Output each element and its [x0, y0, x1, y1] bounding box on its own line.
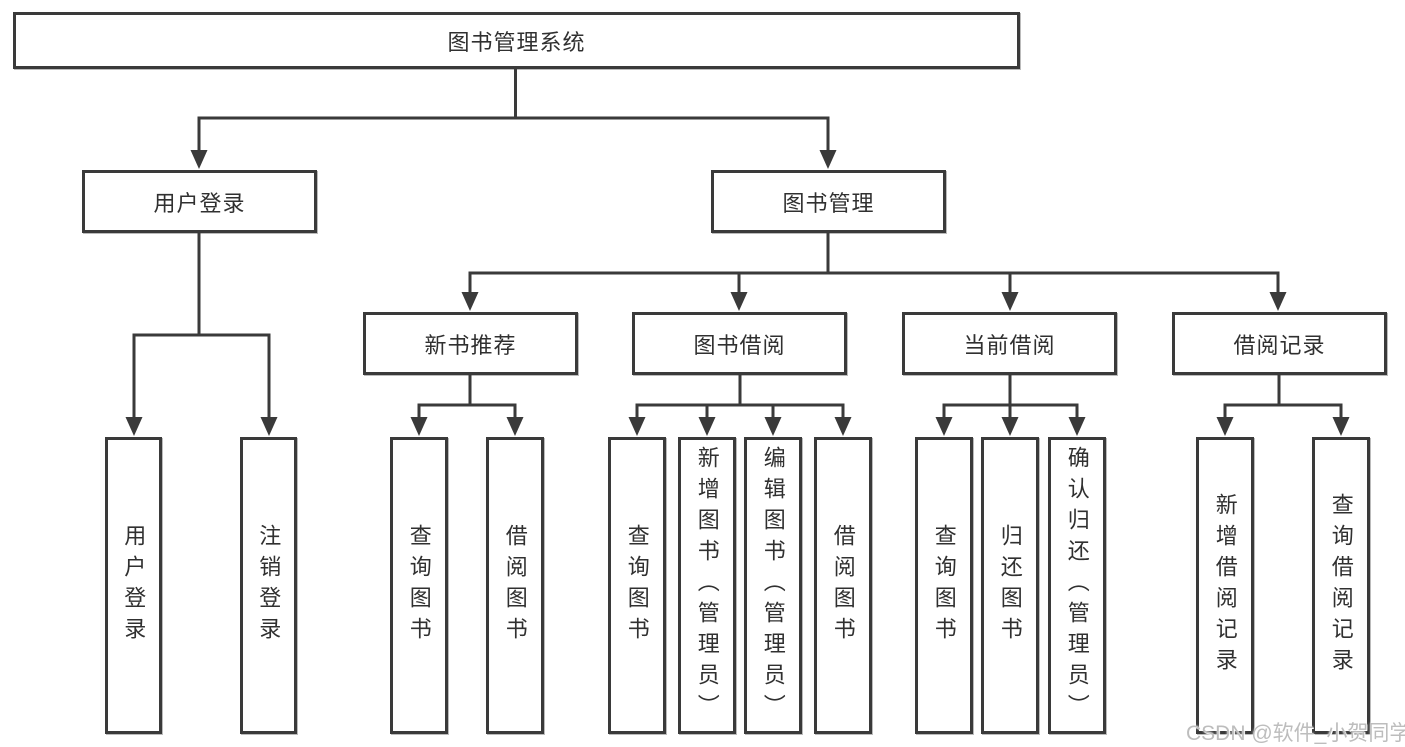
node-label: 借阅记录 — [1233, 332, 1326, 358]
node-label: 图书管理 — [782, 190, 875, 216]
leaf-logout: 注销登录 — [240, 437, 297, 734]
leaf-label: 查询图书 — [406, 523, 432, 648]
node-book-management: 图书管理 — [711, 170, 946, 233]
leaf-label: 查询图书 — [624, 523, 650, 648]
leaf-label: 借阅图书 — [502, 523, 528, 648]
node-current-borrowing: 当前借阅 — [902, 312, 1117, 375]
node-book-borrowing: 图书借阅 — [632, 312, 847, 375]
node-user-login: 用户登录 — [82, 170, 317, 233]
leaf-current-query-books: 查询图书 — [915, 437, 973, 734]
leaf-current-confirm-return-admin: 确认归还（管理员） — [1048, 437, 1106, 734]
leaf-label: 查询借阅记录 — [1328, 492, 1354, 679]
leaf-label: 用户登录 — [121, 523, 147, 648]
node-label: 用户登录 — [153, 190, 246, 216]
leaf-label: 注销登录 — [256, 523, 282, 648]
leaf-recommend-query-books: 查询图书 — [390, 437, 448, 734]
leaf-label: 查询图书 — [931, 523, 957, 648]
leaf-records-query-record: 查询借阅记录 — [1312, 437, 1370, 734]
node-label: 新书推荐 — [424, 332, 517, 358]
leaf-label: 新增借阅记录 — [1212, 492, 1238, 679]
node-borrowing-records: 借阅记录 — [1172, 312, 1387, 375]
leaf-label: 编辑图书（管理员） — [760, 446, 786, 725]
leaf-borrowing-add-books-admin: 新增图书（管理员） — [678, 437, 736, 734]
node-library-management-system: 图书管理系统 — [13, 12, 1020, 69]
leaf-recommend-borrow-books: 借阅图书 — [486, 437, 544, 734]
leaf-borrowing-query-books: 查询图书 — [608, 437, 666, 734]
leaf-label: 新增图书（管理员） — [694, 446, 720, 725]
leaf-records-add-record: 新增借阅记录 — [1196, 437, 1254, 734]
leaf-borrowing-edit-books-admin: 编辑图书（管理员） — [744, 437, 802, 734]
leaf-borrowing-borrow-books: 借阅图书 — [814, 437, 872, 734]
leaf-current-return-books: 归还图书 — [981, 437, 1039, 734]
csdn-watermark: CSDN @软件_小贺同学 — [1186, 722, 1405, 745]
leaf-user-login: 用户登录 — [105, 437, 162, 734]
node-new-book-recommend: 新书推荐 — [363, 312, 578, 375]
node-label: 图书管理系统 — [447, 29, 586, 55]
node-label: 当前借阅 — [963, 332, 1056, 358]
leaf-label: 归还图书 — [997, 523, 1023, 648]
leaf-label: 借阅图书 — [830, 523, 856, 648]
leaf-label: 确认归还（管理员） — [1064, 446, 1090, 725]
node-label: 图书借阅 — [693, 332, 786, 358]
